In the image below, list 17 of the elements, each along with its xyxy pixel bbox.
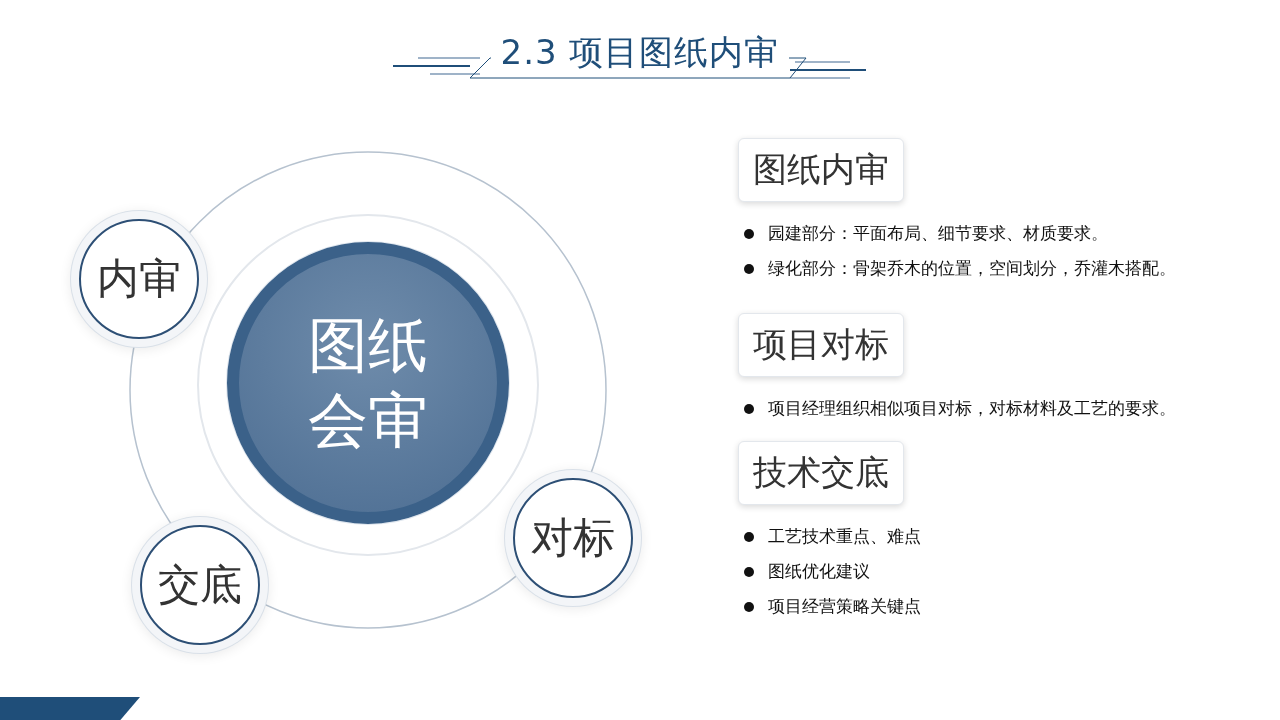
bullet-text: 项目经理组织相似项目对标，对标材料及工艺的要求。 xyxy=(768,397,1176,420)
heading-text: 技术交底 xyxy=(753,452,889,492)
bullet-text: 绿化部分：骨架乔木的位置，空间划分，乔灌木搭配。 xyxy=(768,257,1176,280)
heading-card xyxy=(738,313,904,377)
circle-label: 对标 xyxy=(531,512,615,564)
circle-label: 内审 xyxy=(97,253,181,305)
circle-label: 交底 xyxy=(158,559,242,611)
bullet-text: 图纸优化建议 xyxy=(768,560,870,583)
title: 2.3 项目图纸内审 xyxy=(490,32,790,72)
heading-card xyxy=(738,441,904,505)
bullet-text: 项目经营策略关键点 xyxy=(768,595,921,618)
bullet-text: 园建部分：平面布局、细节要求、材质要求。 xyxy=(768,222,1108,245)
heading-text: 项目对标 xyxy=(753,324,889,364)
heading-card xyxy=(738,138,904,202)
bullet-text: 工艺技术重点、难点 xyxy=(768,525,921,548)
heading-text: 图纸内审 xyxy=(753,149,889,189)
circle-label: 图纸会审 xyxy=(308,309,428,457)
